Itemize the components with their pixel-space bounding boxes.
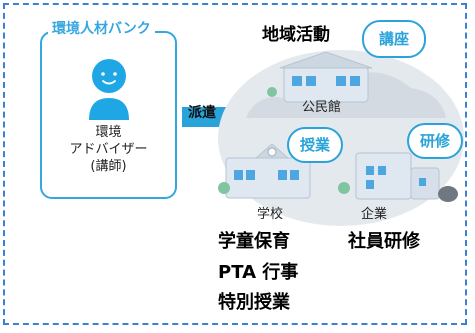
outer-dashed-frame bbox=[3, 3, 467, 325]
bank-title: 環境人材バンク bbox=[48, 18, 155, 38]
company-label: 企業 bbox=[361, 207, 388, 222]
advisor-line-1: 環境 bbox=[95, 125, 122, 140]
school-activity-2: PTA 行事 bbox=[218, 262, 299, 283]
company-building bbox=[355, 152, 458, 202]
advisor-person-icon bbox=[89, 59, 129, 120]
school-tag: 授業 bbox=[287, 127, 343, 163]
region-title: 地域活動 bbox=[262, 25, 330, 45]
company-tag: 研修 bbox=[407, 123, 463, 159]
company-activity-1: 社員研修 bbox=[348, 231, 420, 252]
community-center-tag: 講座 bbox=[362, 20, 426, 58]
school-building bbox=[225, 143, 311, 199]
community-center-building bbox=[279, 51, 373, 103]
advisor-line-3: (講師) bbox=[90, 159, 127, 174]
dispatch-label: 派遣 bbox=[188, 105, 216, 121]
advisor-line-2: アドバイザー bbox=[69, 142, 148, 157]
school-activity-3: 特別授業 bbox=[218, 292, 290, 313]
school-label: 学校 bbox=[257, 207, 284, 222]
community-center-label: 公民館 bbox=[302, 100, 342, 115]
school-activity-1: 学童保育 bbox=[218, 231, 290, 252]
advisor-label: 環境 アドバイザー (講師) bbox=[40, 124, 177, 175]
